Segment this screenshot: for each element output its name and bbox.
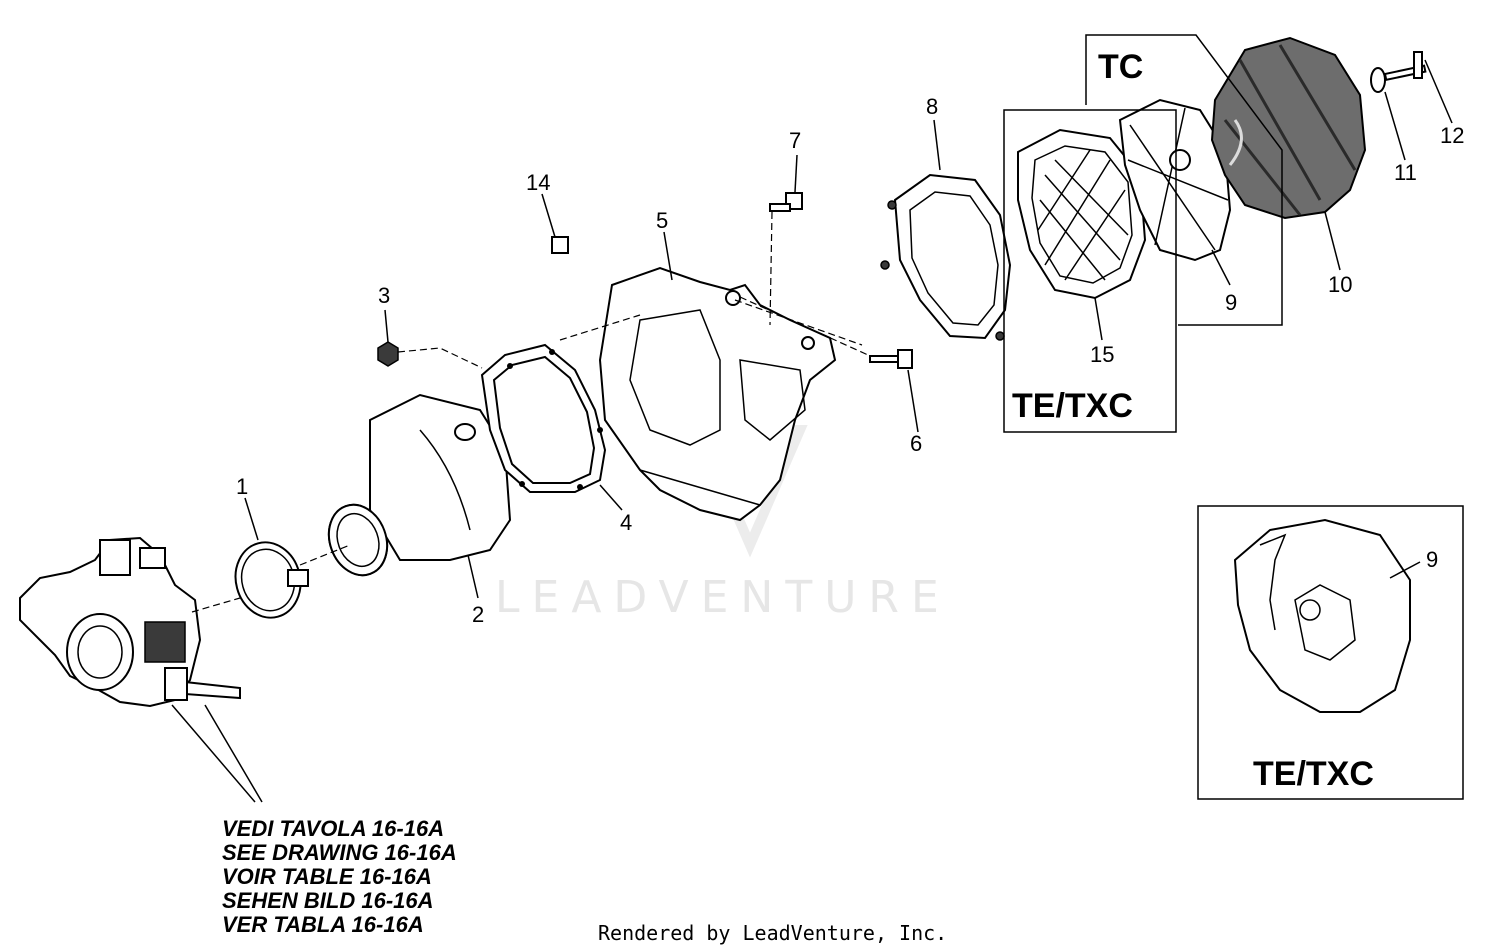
filter-base-part (880, 173, 1012, 341)
assembly-lines (191, 211, 869, 613)
callout-6: 6 (910, 431, 922, 456)
inset-frame (1197, 505, 1464, 800)
callout-8: 8 (926, 94, 938, 119)
filter-cover-inset-part (1233, 518, 1411, 713)
tc-frame (1085, 34, 1283, 326)
leader-lines (171, 59, 1453, 803)
gasket-part (480, 343, 607, 493)
airbox-bracket-part (598, 266, 837, 522)
callout-7: 7 (789, 128, 801, 153)
callout-14: 14 (526, 170, 550, 195)
filter-cage-part (1118, 98, 1232, 262)
callout-12: 12 (1440, 123, 1464, 148)
intake-manifold-part (327, 393, 512, 577)
render-credit: Rendered by LeadVenture, Inc. (598, 921, 947, 945)
callout-3: 3 (378, 283, 390, 308)
callout-11: 11 (1394, 160, 1417, 185)
variant-frames (1003, 34, 1464, 800)
callout-9: 9 (1225, 290, 1237, 315)
callout-9-inset: 9 (1426, 547, 1438, 572)
callout-15: 15 (1090, 342, 1114, 367)
bolt-6-part (869, 349, 913, 369)
te-txc-variant-label: TE/TXC (1012, 387, 1133, 425)
clip-part (551, 236, 569, 254)
note-line-de: SEHEN BILD 16-16A (222, 888, 434, 913)
see-drawing-note: VEDI TAVOLA 16-16A SEE DRAWING 16-16A VO… (222, 816, 457, 937)
note-line-en: SEE DRAWING 16-16A (222, 840, 457, 865)
callout-1: 1 (236, 474, 248, 499)
note-line-it: VEDI TAVOLA 16-16A (222, 816, 444, 841)
tc-variant-label: TC (1098, 48, 1143, 86)
foam-filter-part (1210, 36, 1367, 220)
watermark-text: LEADVENTURE (495, 572, 951, 623)
note-line-es: VER TABLA 16-16A (222, 912, 424, 937)
callout-numbers: 1 2 3 4 5 6 7 8 9 10 11 12 14 15 9 (236, 94, 1464, 627)
bolt-7-part (769, 192, 803, 212)
callout-2: 2 (472, 602, 484, 627)
throttle-body-part (19, 536, 241, 708)
hose-clamp-part (234, 541, 309, 619)
filter-screen-part (1017, 128, 1147, 300)
note-line-fr: VOIR TABLE 16-16A (222, 864, 432, 889)
callout-5: 5 (656, 208, 668, 233)
washer-and-stud-part (1370, 51, 1427, 93)
callout-4: 4 (620, 510, 632, 535)
callout-10: 10 (1328, 272, 1352, 297)
inset-variant-label: TE/TXC (1253, 755, 1374, 793)
nut-part (377, 341, 399, 367)
te-txc-frame (1003, 109, 1177, 433)
